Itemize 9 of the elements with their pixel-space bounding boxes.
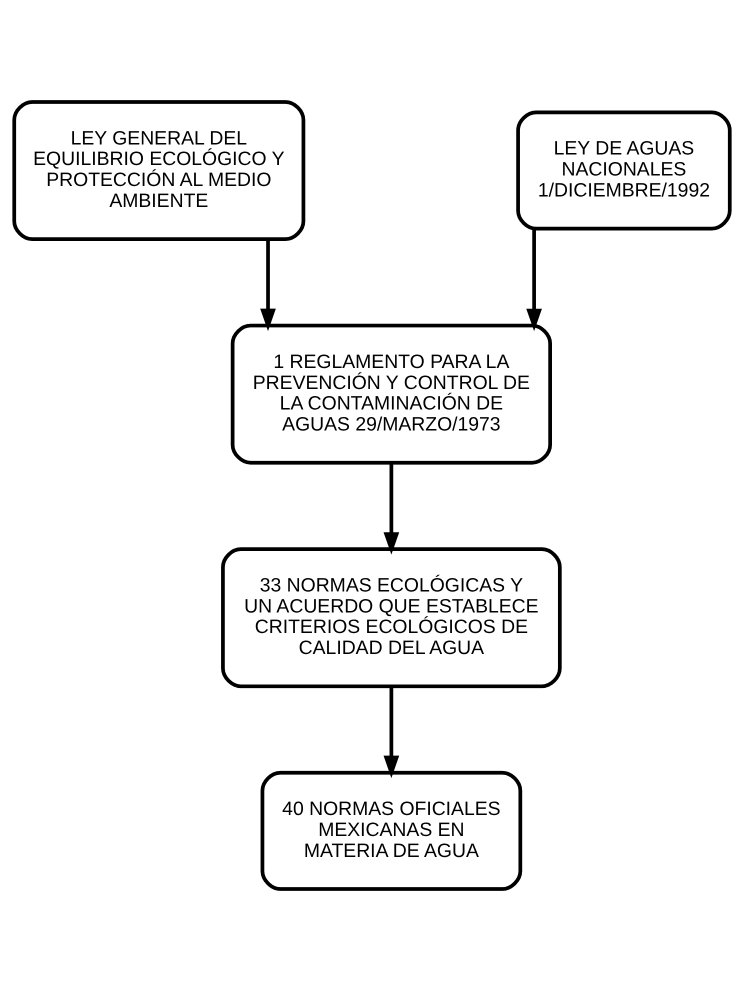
node-box: LEY DE AGUAS NACIONALES 1/DICIEMBRE/1992 (516, 110, 732, 231)
node-box: 33 NORMAS ECOLÓGICAS Y UN ACUERDO QUE ESTABLECE CRITERIOS ECOLÓGICOS DE CALIDAD DEL AGUA (221, 547, 562, 688)
arrow (384, 686, 400, 778)
arrow (260, 239, 276, 332)
node-box: LEY GENERAL DEL EQUILIBRIO ECOLÓGICO Y PROTECCIÓN AL MEDIO AMBIENTE (12, 100, 306, 241)
node-box: 40 NORMAS OFICIALES MEXICANAS EN MATERIA DE AGUA (260, 770, 522, 891)
arrow (526, 228, 542, 332)
arrow (384, 463, 400, 555)
node-box: 1 REGLAMENTO PARA LA PREVENCIÓN Y CONTROL DE LA CONTAMINACIÓN DE AGUAS 29/MARZO/1973 (230, 324, 552, 465)
